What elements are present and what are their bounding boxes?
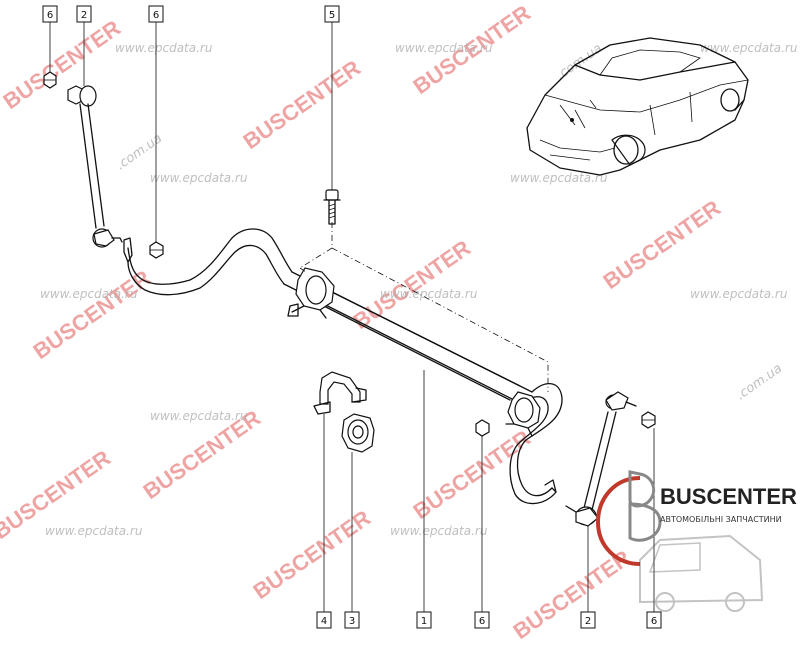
van-icon (639, 534, 764, 612)
watermark-brand: BUSCENTER (239, 55, 366, 154)
callout-6: 6 (474, 611, 490, 629)
link-rod-right (565, 391, 637, 527)
watermark-epc: www.epcdata.ru (45, 524, 143, 538)
buscenter-logo: BUSCENTER АВТОМОБІЛЬНІ ЗАПЧАСТИНИ (595, 470, 797, 612)
callout-1: 1 (416, 611, 432, 629)
svg-text:6: 6 (47, 10, 53, 21)
watermark-domain: .com.ua (114, 131, 165, 173)
loose-bushing (341, 413, 375, 453)
leader-lines (49, 22, 655, 612)
svg-text:2: 2 (585, 616, 591, 627)
svg-text:6: 6 (651, 616, 657, 627)
callout-2: 2 (76, 5, 92, 23)
callout-6: 6 (148, 5, 164, 23)
svg-text:5: 5 (329, 10, 335, 21)
watermark-epc: www.epcdata.ru (395, 41, 493, 55)
nut-right-bar (475, 419, 490, 437)
bar-bushing-left (287, 267, 335, 319)
watermark-domain: .com.ua (734, 361, 785, 403)
car-illustration (526, 37, 749, 176)
nuts (43, 71, 656, 437)
watermark-epc: www.epcdata.ru (700, 41, 798, 55)
svg-text:2: 2 (81, 10, 87, 21)
callout-4: 4 (316, 611, 332, 629)
watermark-brand: BUSCENTER (509, 545, 636, 644)
callout-5: 5 (324, 5, 340, 23)
svg-text:6: 6 (153, 10, 159, 21)
watermark-epc: www.epcdata.ru (380, 287, 478, 301)
watermark-brand: BUSCENTER (599, 195, 726, 294)
logo-name: BUSCENTER (660, 484, 797, 509)
watermark-layer: BUSCENTER .com.ua BUSCENTER BUSCENTER .c… (0, 0, 798, 644)
watermark-epc: www.epcdata.ru (510, 171, 608, 185)
watermark-epc: www.epcdata.ru (390, 524, 488, 538)
watermark-brand: BUSCENTER (0, 15, 125, 114)
svg-text:4: 4 (321, 616, 327, 627)
watermark-epc: www.epcdata.ru (40, 287, 138, 301)
callouts: 6 2 6 5 4 3 1 6 (42, 5, 662, 629)
bar-bushing-right (505, 391, 541, 437)
bolt (323, 189, 341, 225)
logo-arc-icon (595, 476, 641, 566)
svg-text:1: 1 (421, 616, 427, 627)
watermark-epc: www.epcdata.ru (115, 41, 213, 55)
watermark-brand: BUSCENTER (29, 265, 156, 364)
watermark-brand: BUSCENTER (349, 235, 476, 334)
watermark-brand: BUSCENTER (249, 505, 376, 604)
callout-6: 6 (42, 5, 58, 23)
watermark-epc: www.epcdata.ru (690, 287, 788, 301)
watermark-epc: www.epcdata.ru (150, 409, 248, 423)
watermark-brand: BUSCENTER (409, 425, 536, 524)
svg-text:6: 6 (479, 616, 485, 627)
callout-2: 2 (580, 611, 596, 629)
link-rod-left (67, 85, 123, 248)
svg-text:3: 3 (349, 616, 355, 627)
logo-tagline: АВТОМОБІЛЬНІ ЗАПЧАСТИНИ (660, 515, 782, 524)
watermark-epc: www.epcdata.ru (150, 171, 248, 185)
clamp-bracket (313, 371, 367, 415)
callout-3: 3 (344, 611, 360, 629)
callout-6: 6 (646, 611, 662, 629)
assembly-lines (299, 222, 549, 392)
